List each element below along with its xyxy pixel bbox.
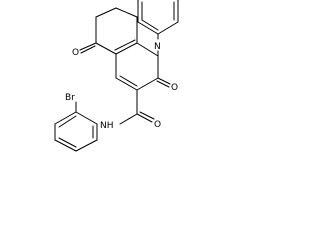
ketone-bond <box>79 42 97 54</box>
chlorophenyl-ring <box>137 0 179 57</box>
atom-o-ketone: O <box>72 48 79 58</box>
atom-o-amide: O <box>154 120 161 130</box>
bromophenyl-ring <box>54 111 98 152</box>
atom-nh-amide: NH <box>100 121 114 131</box>
molecule-structure: N O O O NH Br Cl <box>54 0 192 152</box>
atom-o-lactam: O <box>171 83 178 93</box>
amide-bonds <box>119 89 155 125</box>
atom-n-ring: N <box>154 42 161 52</box>
atom-br: Br <box>65 93 75 103</box>
lactam-bond <box>156 77 171 88</box>
pyridinone-ring <box>115 42 159 91</box>
atom-cl: Cl <box>183 0 192 1</box>
cyclohexanone-ring <box>95 7 138 55</box>
